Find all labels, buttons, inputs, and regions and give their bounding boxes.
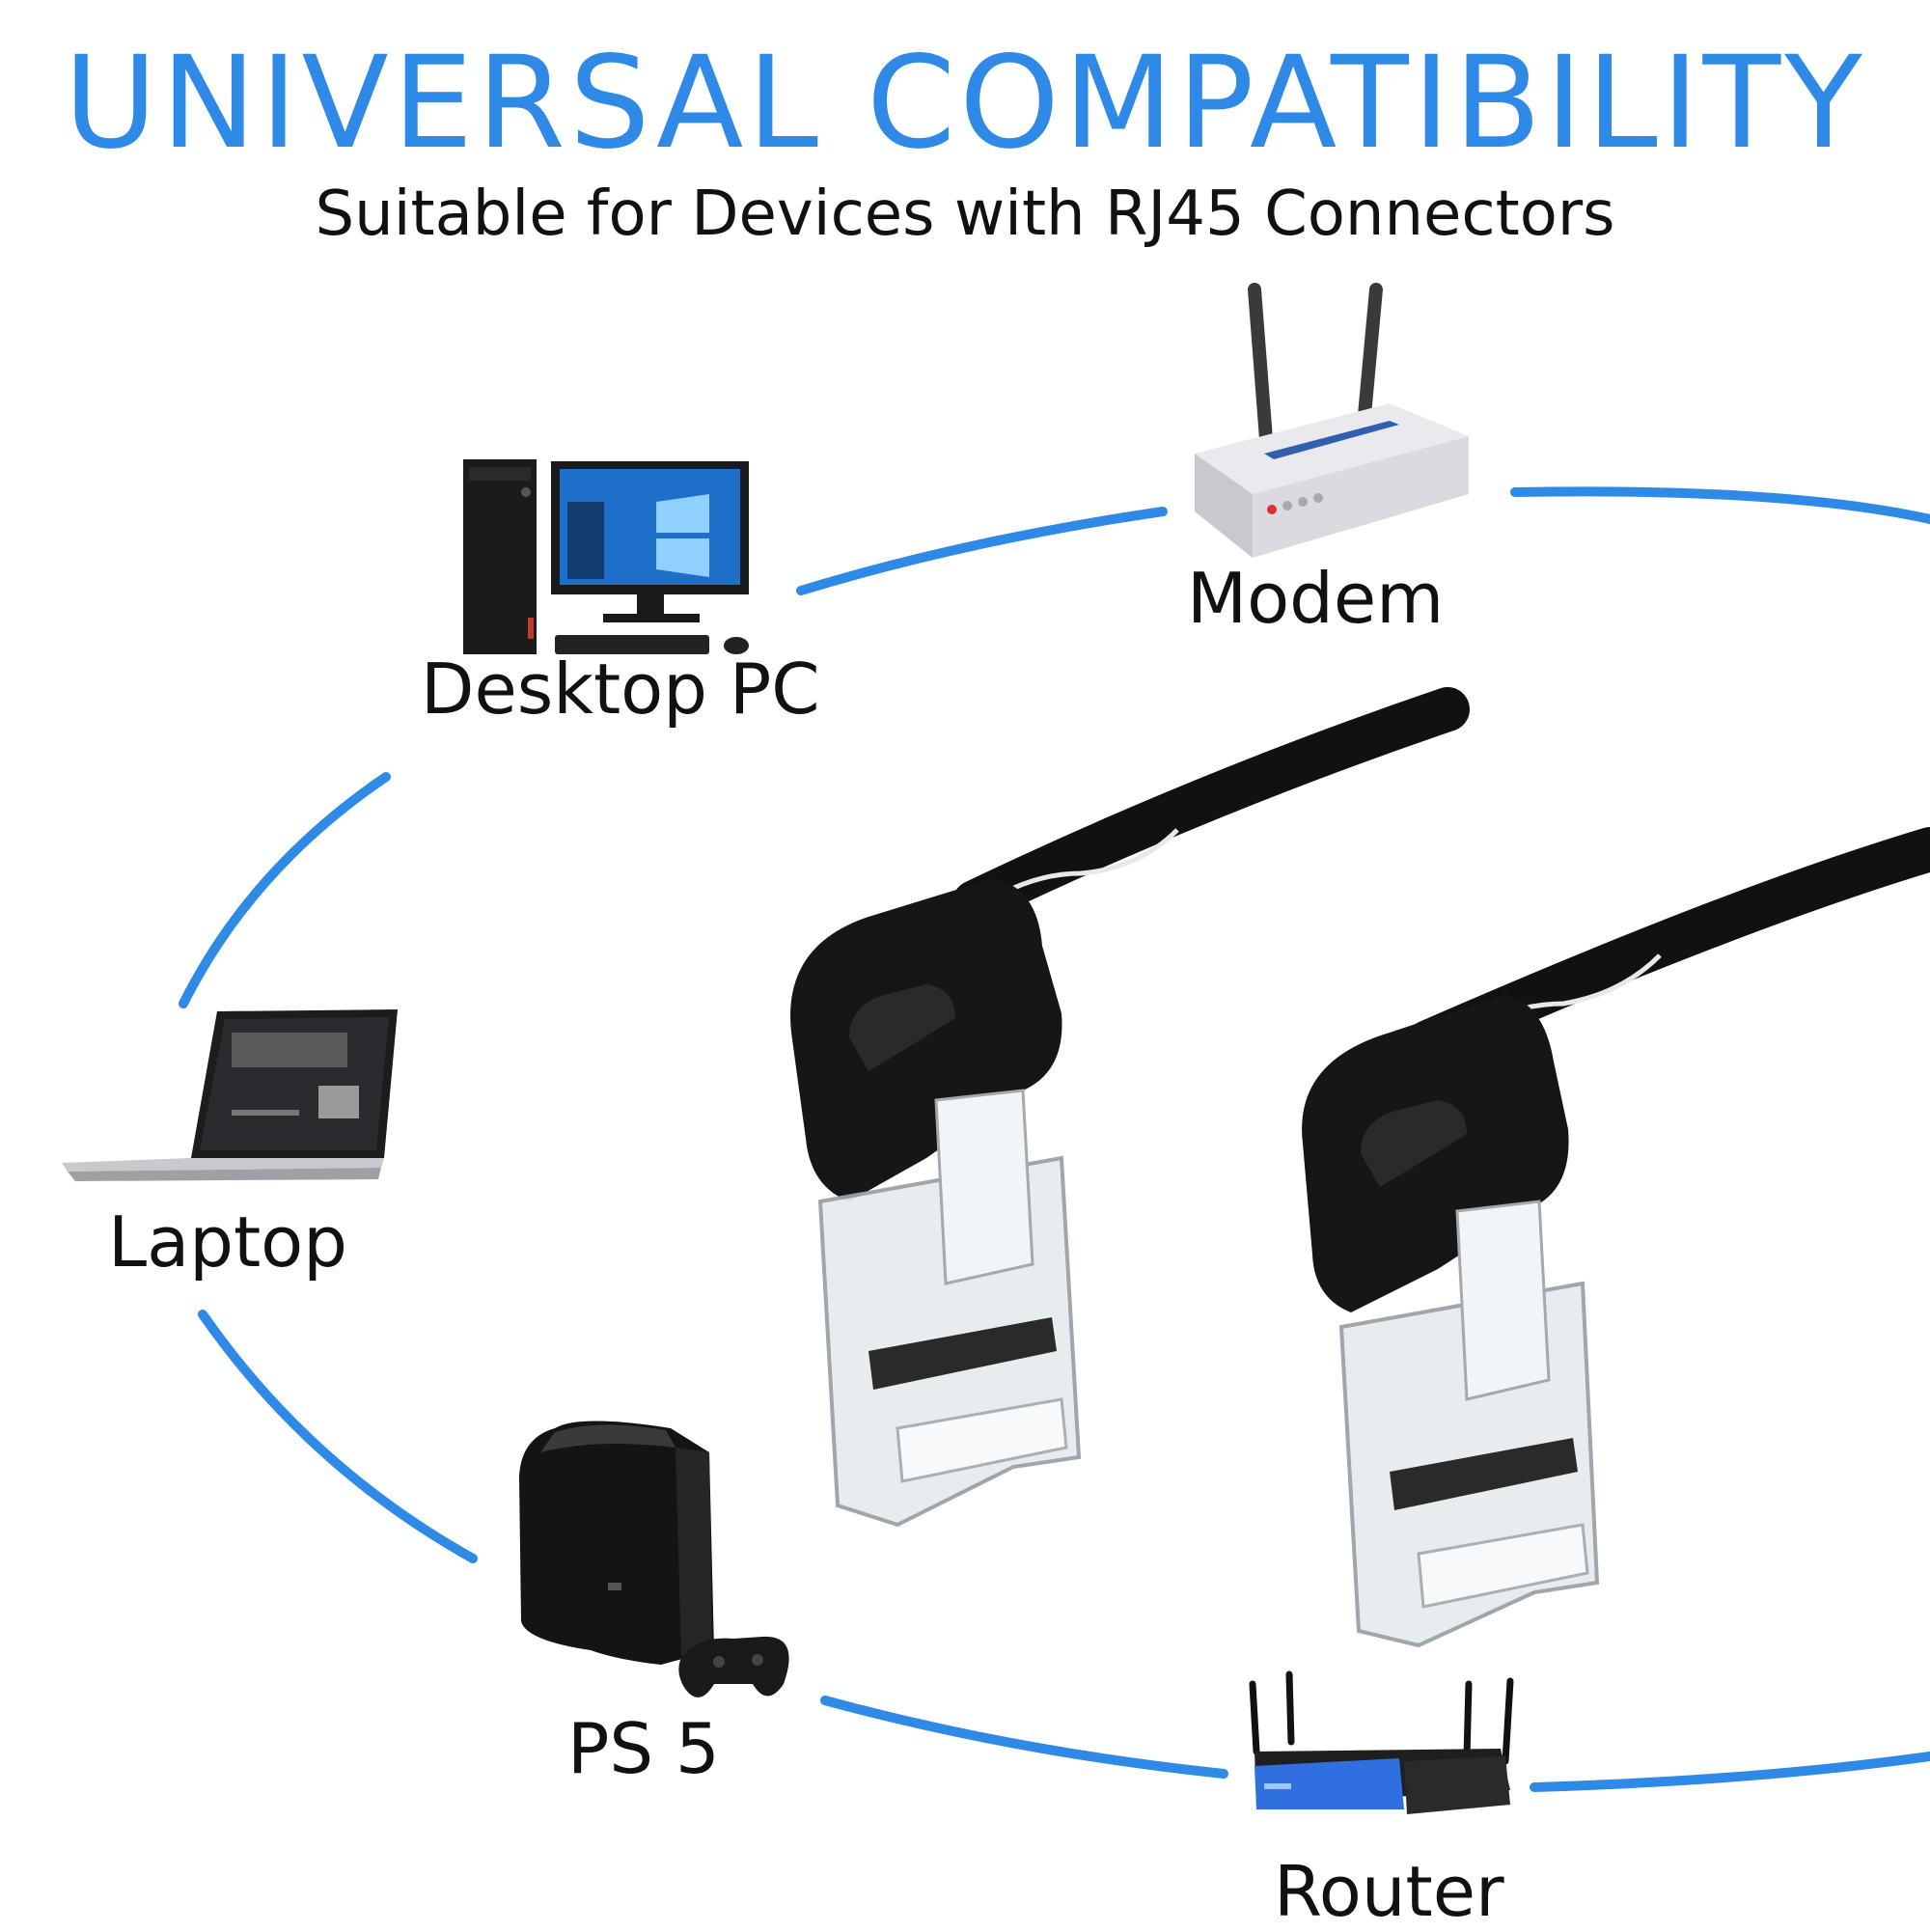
modem-icon — [1195, 283, 1469, 558]
label-laptop: Laptop — [108, 1201, 347, 1283]
game-console-icon — [519, 1421, 789, 1697]
desktop-pc-icon — [463, 459, 749, 654]
connection-arc-ps5-router — [820, 1696, 1228, 1779]
ethernet-cable-icon — [790, 687, 1930, 1648]
wifi-router-icon — [1249, 1670, 1514, 1814]
label-router: Router — [1274, 1851, 1504, 1932]
page-title: UNIVERSAL COMPATIBILITY — [64, 29, 1866, 178]
label-modem: Modem — [1187, 558, 1445, 639]
connection-arc-desktop-modem — [796, 507, 1168, 595]
connection-arc-laptop-ps5 — [198, 1310, 478, 1563]
rj45-plug-left-boot — [790, 878, 1062, 1201]
connection-arc-router-right — [1530, 1752, 1930, 1792]
label-desktop-pc: Desktop PC — [421, 649, 820, 730]
laptop-icon — [62, 1009, 398, 1181]
connection-arc-laptop-desktop — [179, 772, 391, 1008]
page-subtitle: Suitable for Devices with RJ45 Connector… — [315, 179, 1615, 250]
connection-arc-modem-right — [1510, 486, 1930, 524]
label-ps5: PS 5 — [567, 1708, 720, 1789]
